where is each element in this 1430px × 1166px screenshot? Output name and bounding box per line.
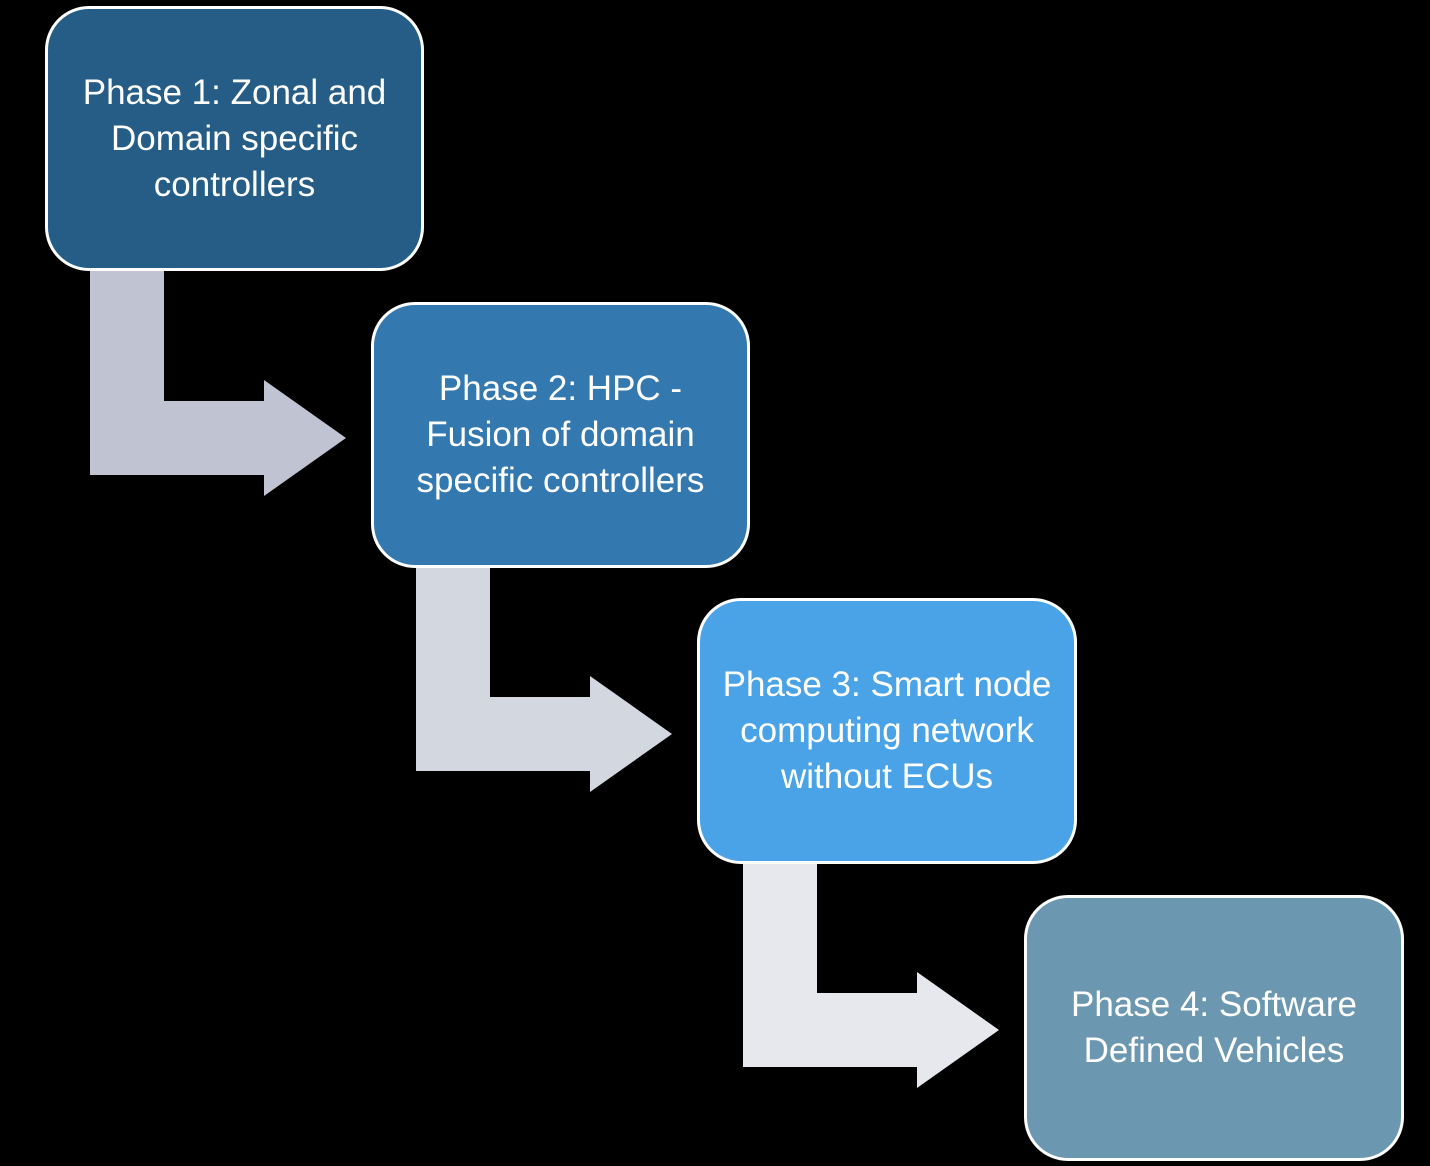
phase-1-label: Phase 1: Zonal and Domain specific contr… [82,72,387,204]
phase-2-box: Phase 2: HPC - Fusion of domain specific… [371,302,750,568]
bent-arrow-phase1-to-phase2 [90,270,346,496]
phase-4-label: Phase 4: Software Defined Vehicles [1071,985,1357,1070]
phase-3-box: Phase 3: Smart node computing network wi… [697,598,1077,864]
phase-4-box: Phase 4: Software Defined Vehicles [1024,895,1404,1161]
bent-arrow-phase3-to-phase4 [743,863,999,1088]
phase-2-label: Phase 2: HPC - Fusion of domain specific… [416,369,705,500]
phase-3-label: Phase 3: Smart node computing network wi… [722,665,1052,796]
bent-arrow-phase2-to-phase3 [416,567,672,792]
phase-1-box: Phase 1: Zonal and Domain specific contr… [45,6,424,271]
